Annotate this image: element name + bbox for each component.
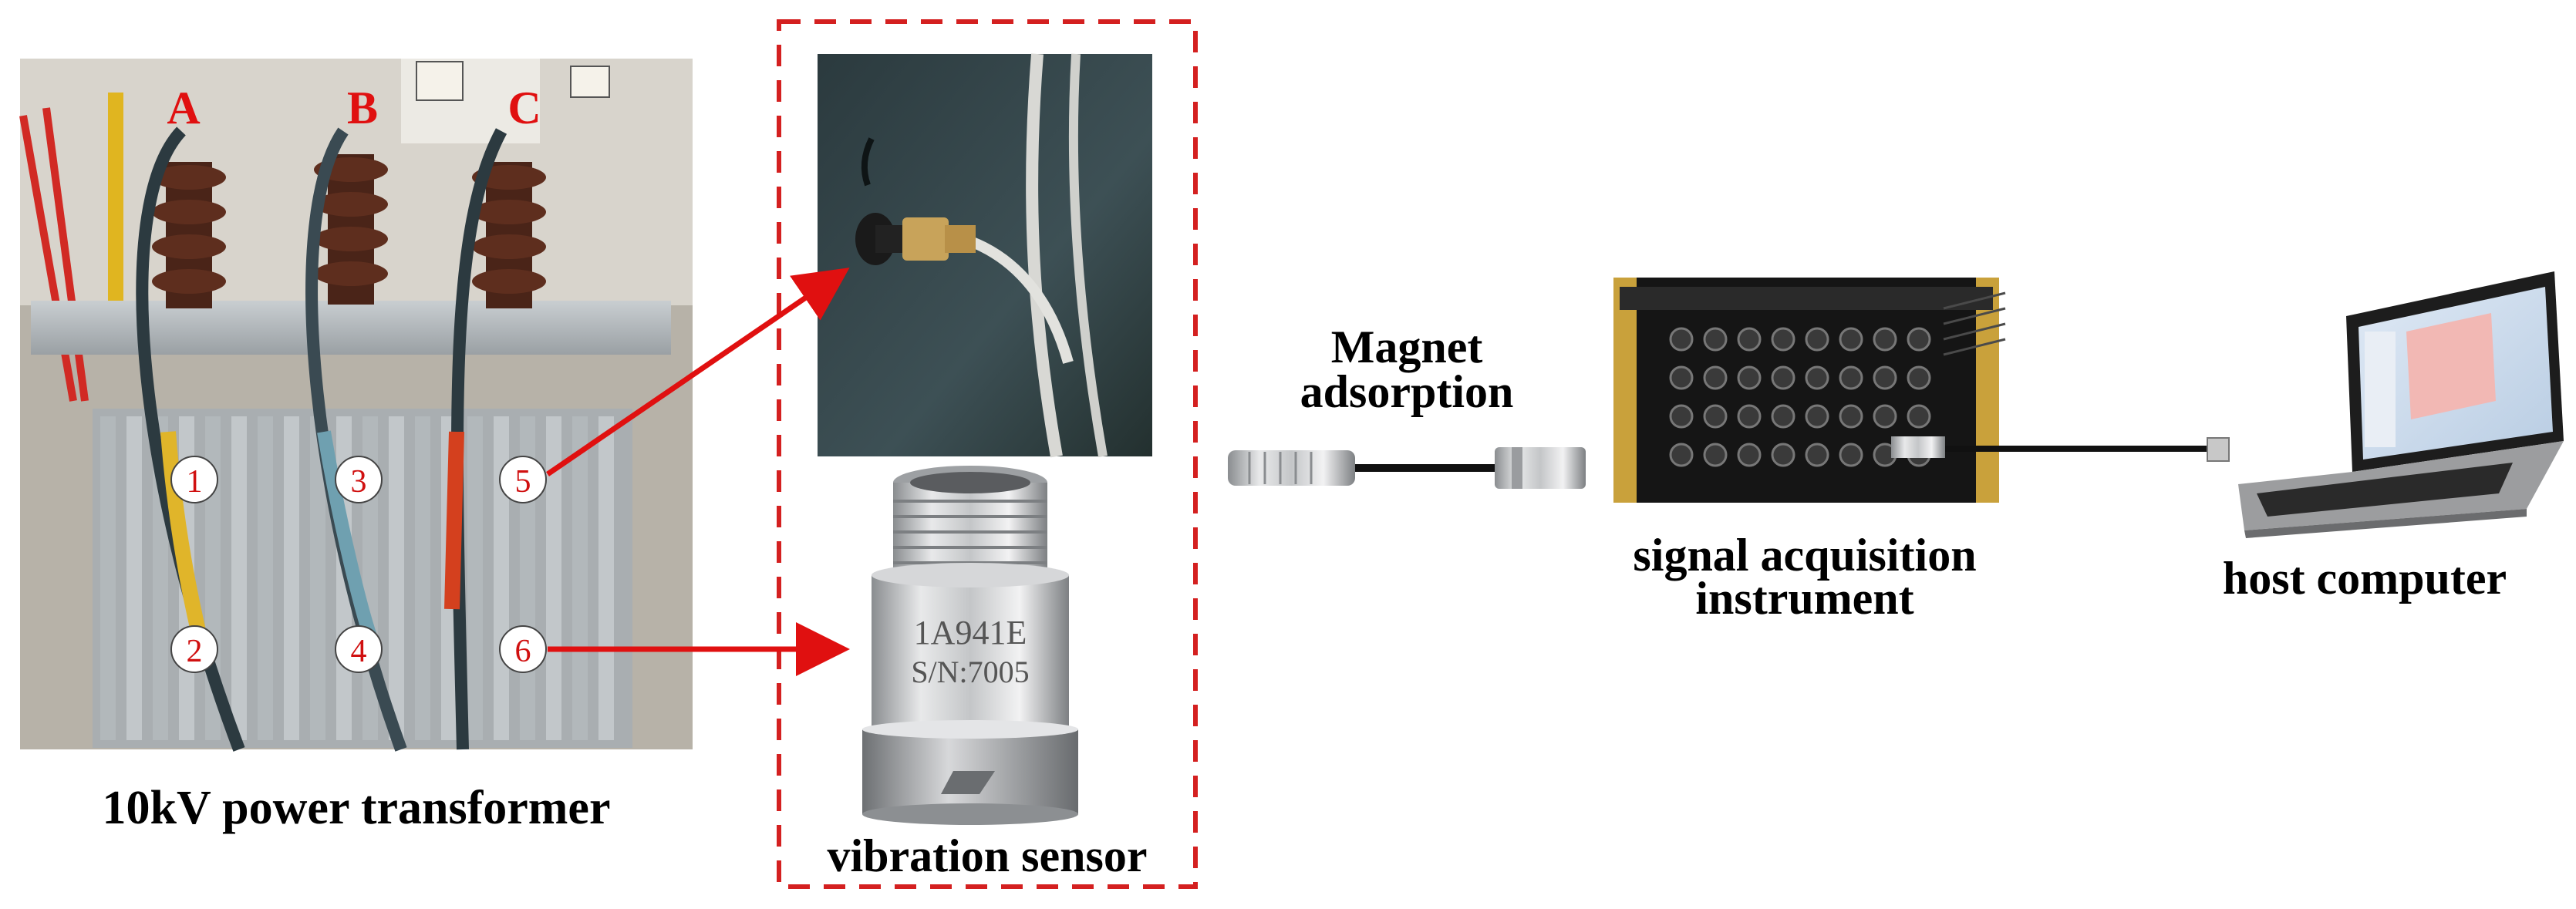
daq-port [1737,365,1762,390]
daq-port [1771,327,1795,352]
radiator-fin [546,416,561,740]
radiator-fin [258,416,273,740]
phase-label-b: B [347,82,378,133]
instrument-label-line1: signal acquisition [1633,530,1976,581]
instrument-label-line2: instrument [1695,573,1913,624]
sensor-mount-photo [818,53,1152,458]
daq-port [1703,327,1728,352]
laptop-icon [2207,271,2564,538]
svg-text:6: 6 [515,634,531,669]
daq-port [1737,327,1762,352]
radiator-fin [467,416,483,740]
radiator-fin [389,416,404,740]
computer-label: host computer [2223,553,2507,604]
daq-port [1805,404,1829,429]
transformer-photo: A B C 1 2 3 4 5 6 [19,59,693,752]
daq-ports [1669,327,1931,467]
radiator-fin [284,416,299,740]
daq-port [1805,443,1829,467]
daq-port [1703,443,1728,467]
accelerometer-icon: 1A941E S/N:7005 [862,466,1078,825]
bushing-a [152,162,226,308]
radiator-fin [310,416,325,740]
daq-port [1771,443,1795,467]
radiator-fin [126,416,142,740]
daq-port [1771,404,1795,429]
daq-port [1873,404,1897,429]
daq-port [1771,365,1795,390]
svg-text:1: 1 [187,464,203,500]
radiator-fin [100,416,116,740]
daq-port [1737,443,1762,467]
sensor-serial-text: S/N:7005 [911,655,1029,689]
radiator-fin [415,416,430,740]
svg-text:2: 2 [187,634,203,669]
daq-port [1669,404,1694,429]
daq-chassis-icon [1613,278,2006,503]
transformer-label: 10kV power transformer [103,782,611,834]
svg-text:3: 3 [351,464,367,500]
measurement-point-2: 2 [170,625,218,673]
magnet-label-line1: Magnet [1331,322,1483,372]
measurement-point-5: 5 [499,456,547,503]
daq-port [1669,443,1694,467]
daq-port [1839,365,1863,390]
daq-port [1737,404,1762,429]
daq-port [1703,365,1728,390]
sensor-model-text: 1A941E [914,614,1027,651]
daq-port [1839,404,1863,429]
radiator-fin [231,416,247,740]
sensor-label: vibration sensor [827,830,1147,881]
measurement-point-3: 3 [335,456,383,503]
daq-port [1873,327,1897,352]
radiator-fin [598,416,614,740]
daq-port [1669,327,1694,352]
measurement-point-4: 4 [335,625,383,673]
daq-port [1669,365,1694,390]
daq-port [1839,327,1863,352]
radiator-fin [572,416,588,740]
daq-port [1907,404,1931,429]
svg-text:5: 5 [515,464,531,500]
arrow-to-mount [546,268,850,476]
svg-text:4: 4 [351,634,367,669]
daq-port [1703,404,1728,429]
daq-port [1907,365,1931,390]
magnet-label-line2: adsorption [1300,366,1514,417]
phase-label-a: A [167,82,200,133]
daq-port [1873,365,1897,390]
daq-port [1805,327,1829,352]
daq-port [1805,365,1829,390]
measurement-point-6: 6 [499,625,547,673]
sensor-dashed-frame [777,19,1198,889]
cable-icon [1228,447,1586,489]
daq-port [1839,443,1863,467]
measurement-point-1: 1 [170,456,218,503]
daq-port [1907,327,1931,352]
phase-label-c: C [507,82,541,133]
